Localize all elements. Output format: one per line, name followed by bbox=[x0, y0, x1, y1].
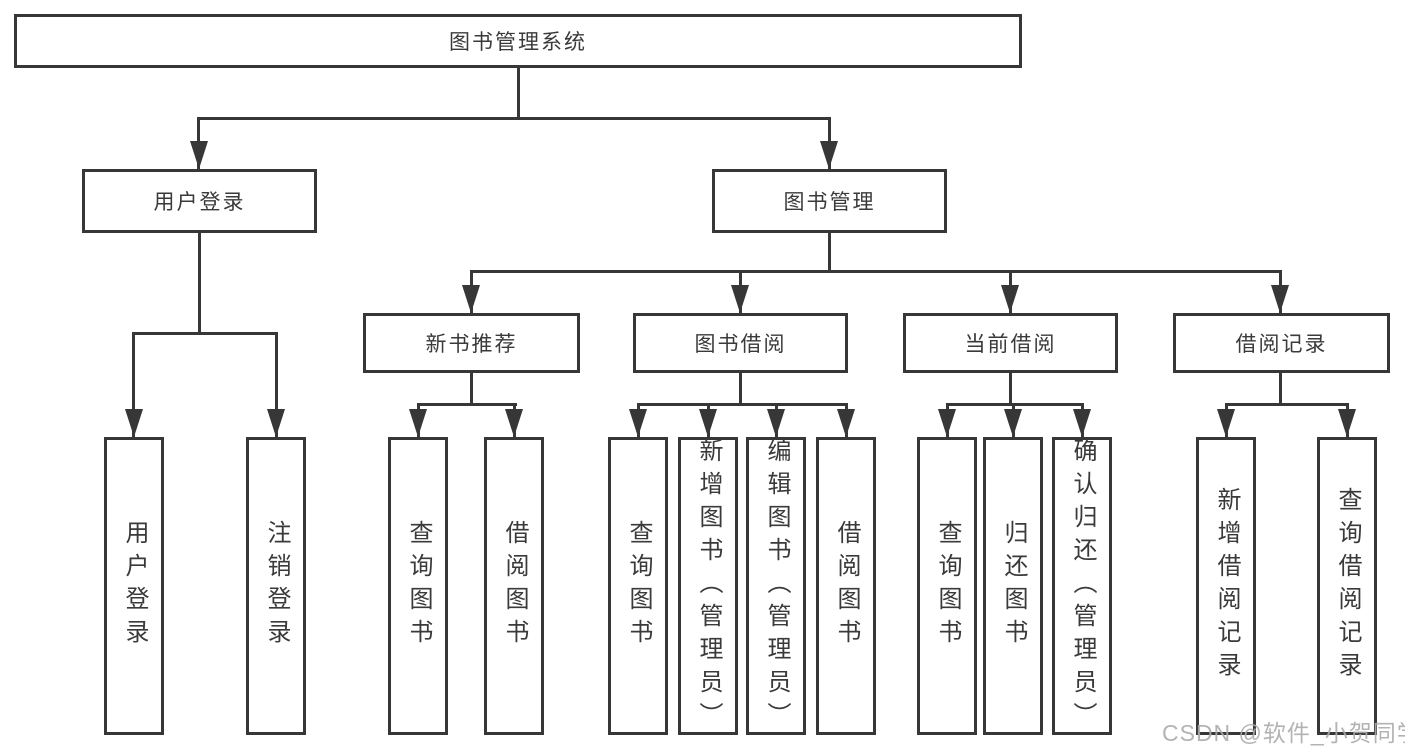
arrow-down-icon bbox=[699, 409, 717, 437]
connector-line bbox=[828, 233, 831, 273]
arrow-down-icon bbox=[1217, 409, 1235, 437]
leaf-query-borrow-record: 查询借阅记录 bbox=[1317, 437, 1377, 735]
arrow-down-icon bbox=[767, 409, 785, 437]
connector-line bbox=[132, 332, 278, 335]
node-label: 图书管理 bbox=[783, 191, 876, 214]
arrow-down-icon bbox=[409, 409, 427, 437]
node-label: 用户登录 bbox=[153, 191, 246, 214]
connector-line bbox=[132, 332, 135, 437]
node-book-borrowing: 图书借阅 bbox=[633, 313, 848, 373]
connector-line bbox=[198, 233, 201, 335]
node-label: 借阅图书 bbox=[833, 520, 860, 652]
node-label: 借阅图书 bbox=[501, 520, 528, 652]
node-label: 查询图书 bbox=[625, 520, 652, 652]
connector-line bbox=[417, 403, 517, 406]
node-label: 确认归还（管理员） bbox=[1069, 437, 1096, 735]
node-label: 用户登录 bbox=[121, 520, 148, 652]
node-label: 查询图书 bbox=[934, 520, 961, 652]
connector-line bbox=[739, 373, 742, 406]
connector-line bbox=[1279, 373, 1282, 406]
arrow-down-icon bbox=[1001, 285, 1019, 313]
node-label: 当前借阅 bbox=[964, 333, 1057, 356]
node-label: 归还图书 bbox=[1000, 520, 1027, 652]
node-user-login: 用户登录 bbox=[82, 169, 317, 233]
leaf-add-books-admin: 新增图书（管理员） bbox=[678, 437, 738, 735]
arrow-down-icon bbox=[837, 409, 855, 437]
arrow-down-icon bbox=[938, 409, 956, 437]
node-label: 图书管理系统 bbox=[449, 31, 587, 54]
leaf-edit-books-admin: 编辑图书（管理员） bbox=[746, 437, 806, 735]
arrow-down-icon bbox=[1073, 409, 1091, 437]
leaf-user-login: 用户登录 bbox=[104, 437, 164, 735]
connector-line bbox=[637, 403, 848, 406]
watermark: CSDN @软件_小贺同学 bbox=[1162, 720, 1405, 746]
leaf-borrow-books-borrowing: 借阅图书 bbox=[816, 437, 876, 735]
leaf-return-books: 归还图书 bbox=[983, 437, 1043, 735]
leaf-logout: 注销登录 bbox=[246, 437, 306, 735]
arrow-down-icon bbox=[1338, 409, 1356, 437]
node-label: 图书借阅 bbox=[694, 333, 787, 356]
arrow-down-icon bbox=[125, 409, 143, 437]
leaf-query-books-borrowing: 查询图书 bbox=[608, 437, 668, 735]
arrow-down-icon bbox=[1004, 409, 1022, 437]
connector-line bbox=[197, 117, 831, 120]
connector-line bbox=[275, 332, 278, 437]
arrow-down-icon bbox=[1271, 285, 1289, 313]
arrow-down-icon bbox=[820, 141, 838, 169]
connector-line bbox=[946, 403, 1084, 406]
leaf-query-books-recommend: 查询图书 bbox=[388, 437, 448, 735]
leaf-query-books-current: 查询图书 bbox=[917, 437, 977, 735]
arrow-down-icon bbox=[629, 409, 647, 437]
arrow-down-icon bbox=[731, 285, 749, 313]
node-label: 查询图书 bbox=[405, 520, 432, 652]
leaf-add-borrow-record: 新增借阅记录 bbox=[1196, 437, 1256, 735]
connector-line bbox=[1009, 373, 1012, 406]
node-label: 注销登录 bbox=[263, 520, 290, 652]
node-label: 新书推荐 bbox=[425, 333, 518, 356]
node-book-management: 图书管理 bbox=[712, 169, 947, 233]
node-current-borrowing: 当前借阅 bbox=[903, 313, 1118, 373]
node-root: 图书管理系统 bbox=[14, 14, 1022, 68]
node-borrowing-records: 借阅记录 bbox=[1173, 313, 1390, 373]
node-label: 编辑图书（管理员） bbox=[763, 437, 790, 735]
arrow-down-icon bbox=[462, 285, 480, 313]
node-label: 借阅记录 bbox=[1235, 333, 1328, 356]
arrow-down-icon bbox=[267, 409, 285, 437]
connector-line bbox=[1225, 403, 1349, 406]
node-label: 新增借阅记录 bbox=[1213, 487, 1240, 685]
connector-line bbox=[517, 68, 520, 120]
connector-line bbox=[470, 270, 1282, 273]
node-label: 查询借阅记录 bbox=[1334, 487, 1361, 685]
connector-line bbox=[470, 373, 473, 406]
arrow-down-icon bbox=[190, 141, 208, 169]
arrow-down-icon bbox=[505, 409, 523, 437]
leaf-confirm-return-admin: 确认归还（管理员） bbox=[1052, 437, 1112, 735]
node-new-book-recommendation: 新书推荐 bbox=[363, 313, 580, 373]
leaf-borrow-books-recommend: 借阅图书 bbox=[484, 437, 544, 735]
node-label: 新增图书（管理员） bbox=[695, 437, 722, 735]
